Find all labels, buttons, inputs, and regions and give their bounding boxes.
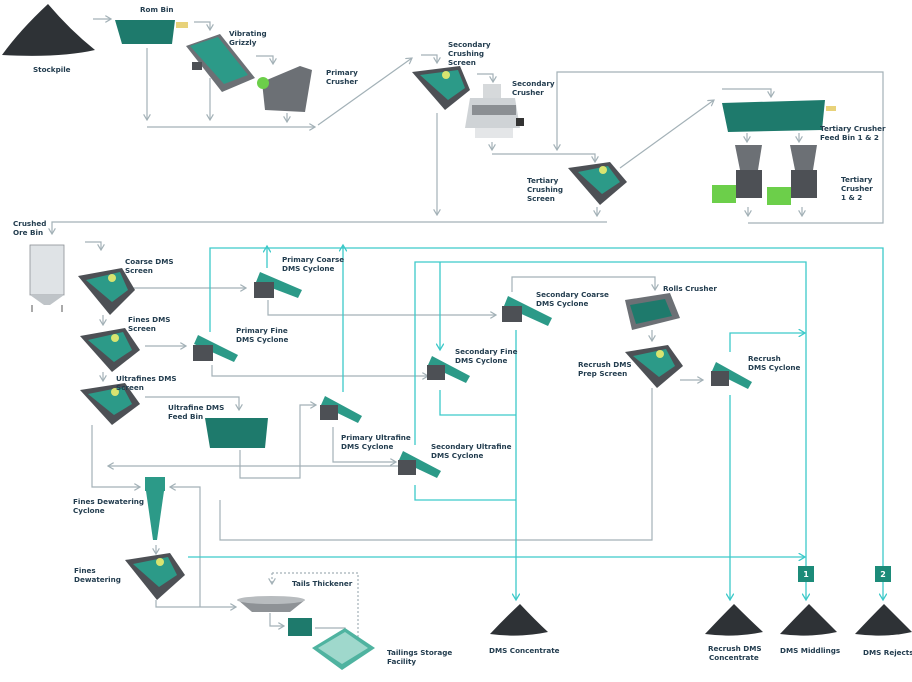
ultrafines-dms-screen-icon	[80, 383, 140, 425]
primary-ultrafine-cyclone-icon	[320, 396, 362, 423]
label-stockpile: Stockpile	[33, 65, 71, 74]
process-lines	[52, 19, 884, 642]
dms-concentrate-pile-icon	[490, 604, 548, 636]
ultrafine-feed-bin-icon	[205, 418, 268, 448]
label-rom-bin: Rom Bin	[140, 5, 174, 14]
tailings-storage-icon	[312, 628, 375, 670]
tertiary-crusher-2-icon	[767, 145, 817, 205]
dms-lines	[188, 245, 883, 600]
recrush-concentrate-pile-icon	[705, 604, 763, 636]
secondary-ultrafine-cyclone-icon	[398, 451, 441, 478]
coarse-dms-screen-icon	[78, 268, 135, 315]
primary-coarse-cyclone-icon	[254, 272, 302, 298]
secondary-coarse-cyclone-icon	[502, 296, 552, 326]
badge-2-label: 2	[880, 570, 886, 579]
label-dms-middlings: DMS Middlings	[780, 646, 840, 655]
pump-icon	[288, 618, 312, 636]
label-dms-concentrate: DMS Concentrate	[489, 646, 560, 655]
recrush-cyclone-icon	[711, 362, 752, 389]
secondary-crushing-screen-icon	[412, 66, 470, 110]
crushed-ore-bin-icon	[29, 244, 65, 312]
fines-dms-screen-icon	[80, 328, 140, 372]
badge-1-label: 1	[803, 570, 809, 579]
badge-2: 2	[875, 566, 891, 582]
tertiary-crusher-1-icon	[712, 145, 762, 203]
secondary-crusher-icon	[465, 84, 524, 138]
primary-crusher-icon	[257, 66, 312, 112]
primary-fine-cyclone-icon	[193, 335, 238, 362]
tertiary-crushing-screen-icon	[568, 162, 627, 205]
label-rolls-crusher: Rolls Crusher	[663, 284, 717, 293]
label-dms-rejects: DMS Rejects	[863, 648, 912, 657]
fines-dewatering-cyclone-icon	[145, 477, 165, 540]
tertiary-feed-bin-icon	[722, 100, 836, 132]
label-tails-thickener: Tails Thickener	[292, 579, 353, 588]
dms-rejects-pile-icon	[855, 604, 912, 636]
dms-middlings-pile-icon	[780, 604, 837, 636]
rom-bin-icon	[115, 20, 188, 44]
stockpile-icon	[2, 4, 95, 56]
rolls-crusher-icon	[625, 293, 680, 330]
badge-1: 1	[798, 566, 814, 582]
fines-dewatering-screen-icon	[125, 553, 185, 600]
tails-thickener-icon	[237, 596, 305, 612]
recrush-prep-screen-icon	[625, 345, 683, 388]
secondary-fine-cyclone-icon	[427, 356, 470, 383]
vibrating-grizzly-icon	[186, 34, 255, 92]
